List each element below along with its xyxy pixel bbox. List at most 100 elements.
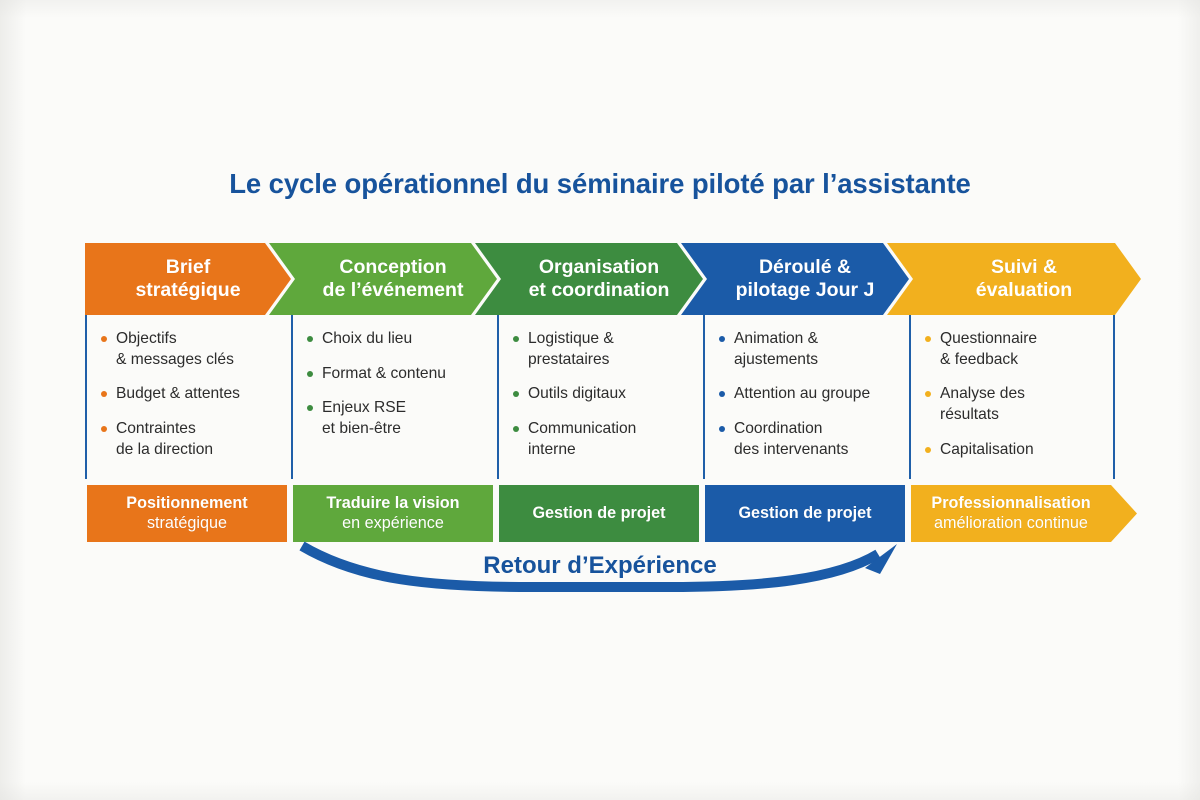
list-item: Format & contenu bbox=[307, 364, 489, 385]
stage-header-label2-5: évaluation bbox=[975, 279, 1073, 301]
stage-header-label-5: Suivi & bbox=[990, 256, 1058, 279]
stage-footer-label-4: Gestion de projet bbox=[738, 503, 872, 522]
bullet-dot-icon bbox=[101, 336, 107, 342]
list-item: Choix du lieu bbox=[307, 329, 489, 350]
bullet-text: Choix du lieu bbox=[322, 330, 413, 347]
list-item: Enjeux RSE et bien-être bbox=[307, 398, 489, 439]
stage-header-label-4: Déroulé & bbox=[758, 256, 852, 279]
bullet-dot-icon bbox=[513, 426, 519, 433]
bullet-dot-icon bbox=[513, 336, 519, 342]
feedback-loop-arrow bbox=[299, 541, 897, 592]
stage-footer-4: Gestion de projet bbox=[705, 485, 905, 542]
stage-header-label-2: Conception bbox=[339, 256, 447, 279]
stage-header-text-4: Déroulé &pilotage Jour J bbox=[736, 256, 875, 302]
list-item: Questionnaire & feedback bbox=[925, 329, 1105, 370]
stage-header-text-5: Suivi &évaluation bbox=[976, 256, 1072, 302]
stage-footer-label2-5: amélioration continue bbox=[934, 513, 1088, 532]
bullet-text-cont: prestataires bbox=[528, 350, 610, 368]
bullet-dot-icon bbox=[307, 336, 313, 342]
list-item: Objectifs & messages clés bbox=[101, 329, 283, 370]
bullet-text: Logistique & bbox=[528, 330, 614, 347]
bullet-text-cont: & feedback bbox=[940, 350, 1019, 368]
feedback-loop-label: Retour d’Expérience bbox=[290, 552, 910, 580]
stage-footer-text-3: Gestion de projet bbox=[527, 504, 670, 523]
list-item: Coordination des intervenants bbox=[719, 419, 901, 460]
list-item: Attention au groupe bbox=[719, 384, 901, 405]
bullet-text: Questionnaire bbox=[940, 330, 1038, 347]
stage-footer-text-4: Gestion de projet bbox=[733, 504, 876, 523]
stage-header-4: Déroulé &pilotage Jour J bbox=[681, 243, 909, 315]
bullet-text: Outils digitaux bbox=[528, 385, 626, 403]
stage-footer-label-5: Professionnalisation bbox=[931, 494, 1091, 513]
stage-footer-label2-2: en expérience bbox=[342, 513, 444, 532]
bullet-text-cont: et bien-être bbox=[322, 420, 401, 438]
bullet-text-cont: des intervenants bbox=[734, 440, 849, 458]
bullet-dot-icon bbox=[925, 336, 931, 342]
bullet-text: Objectifs bbox=[116, 330, 177, 347]
bullet-dot-icon bbox=[307, 370, 313, 377]
bullet-text: Budget & attentes bbox=[116, 385, 240, 403]
list-item: Budget & attentes bbox=[101, 384, 283, 405]
stage-footer-label-3: Gestion de projet bbox=[532, 503, 666, 522]
feedback-loop: Retour d’Expérience bbox=[290, 540, 910, 602]
bullet-text-cont: & messages clés bbox=[116, 350, 234, 368]
bullet-dot-icon bbox=[101, 426, 107, 433]
list-item: Outils digitaux bbox=[513, 384, 695, 405]
bullet-text: Capitalisation bbox=[940, 440, 1034, 458]
bullet-text-cont: ajustements bbox=[734, 350, 819, 368]
bullet-dot-icon bbox=[719, 336, 725, 342]
list-item: Capitalisation bbox=[925, 440, 1105, 461]
bullet-dot-icon bbox=[925, 446, 931, 453]
stage-footer-label2-1: stratégique bbox=[146, 513, 228, 532]
stage-header-label2-1: stratégique bbox=[135, 279, 241, 301]
bullet-text-cont: de la direction bbox=[116, 440, 214, 458]
stage-footer-3: Gestion de projet bbox=[499, 485, 699, 542]
bullet-dot-icon bbox=[719, 391, 725, 398]
stage-header-label-3: Organisation bbox=[538, 256, 660, 279]
stage-header-label2-3: et coordination bbox=[528, 279, 670, 301]
page-title: Le cycle opérationnel du séminaire pilot… bbox=[229, 168, 971, 199]
bullet-dot-icon bbox=[307, 405, 313, 412]
feedback-loop-text: Retour d’Expérience bbox=[473, 552, 727, 579]
bullet-text: Format & contenu bbox=[322, 364, 446, 382]
stage-footer-label-1: Positionnement bbox=[126, 494, 248, 513]
list-item: Animation & ajustements bbox=[719, 329, 901, 370]
bullet-text: Enjeux RSE bbox=[322, 399, 407, 417]
stage-header-label2-4: pilotage Jour J bbox=[735, 279, 875, 301]
bullet-dot-icon bbox=[719, 426, 725, 433]
bullet-text: Attention au groupe bbox=[734, 385, 871, 403]
bullet-text: Contraintes bbox=[116, 420, 196, 438]
bullet-text: Coordination bbox=[734, 420, 823, 438]
bullet-text: Analyse des bbox=[940, 385, 1025, 403]
list-item: Contraintes de la direction bbox=[101, 419, 283, 460]
stage-header-label2-2: de l’événement bbox=[322, 279, 464, 301]
bullet-text: Animation & bbox=[734, 330, 819, 347]
